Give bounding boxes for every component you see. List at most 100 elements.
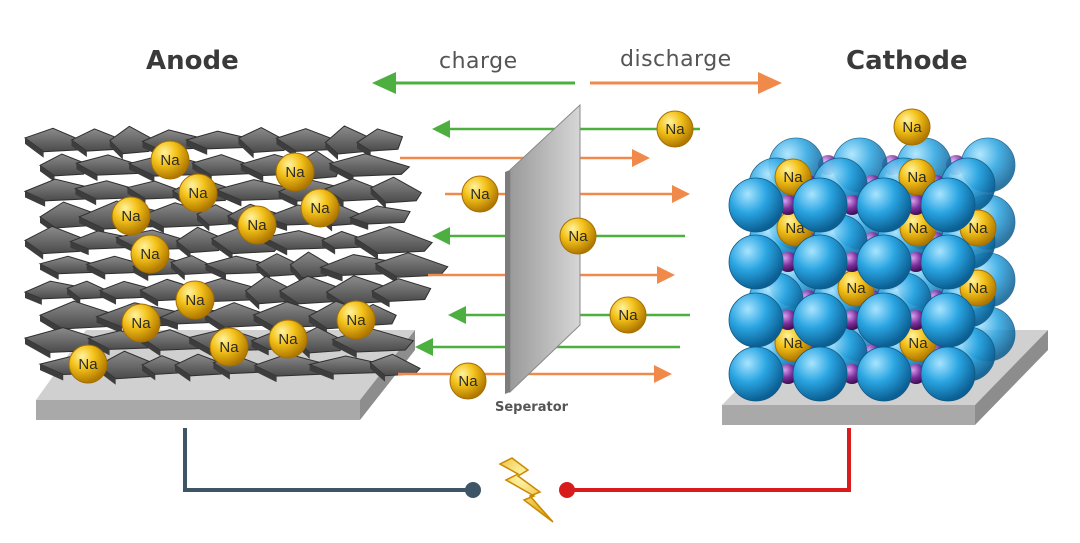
carbon-flake-edge xyxy=(25,240,44,260)
carbon-flake-edge xyxy=(75,188,97,206)
sodium-ion: Na xyxy=(121,303,161,343)
discharge-flow-arrow-head xyxy=(672,185,690,203)
sodium-ion-sphere xyxy=(461,175,499,213)
sodium-ion: Na xyxy=(898,158,936,196)
carbon-flake xyxy=(348,205,411,225)
carbon-flake-edge xyxy=(254,365,277,383)
sodium-ion-sphere xyxy=(121,303,161,343)
carbon-flake-edge xyxy=(142,364,156,381)
anode-platform-front xyxy=(36,400,360,420)
sodium-ion-sphere xyxy=(449,362,487,400)
carbon-flake-edge xyxy=(70,241,89,256)
sodium-ion: Na xyxy=(609,296,647,334)
sodium-ion-label: Na xyxy=(968,280,988,297)
cathode-platform-side xyxy=(975,330,1048,425)
sodium-ion-label: Na xyxy=(160,152,180,169)
carbon-flake-edge xyxy=(86,264,106,280)
sodium-ion-sphere xyxy=(898,158,936,196)
sodium-ion-label: Na xyxy=(278,331,298,348)
sodium-ion-label: Na xyxy=(783,335,803,352)
carbon-flake-edge xyxy=(174,365,191,382)
positive-terminal xyxy=(559,482,575,498)
sodium-ion-label: Na xyxy=(346,312,366,329)
sodium-ion-sphere xyxy=(559,217,597,255)
sodium-ion: Na xyxy=(449,362,487,400)
sodium-ion-label: Na xyxy=(846,280,866,297)
oxygen-atom xyxy=(856,292,912,348)
carbon-flake-edge xyxy=(357,142,371,158)
carbon-flake-edge xyxy=(129,163,155,183)
carbon-flake-edge xyxy=(205,264,226,280)
sodium-ion-label: Na xyxy=(247,217,267,234)
carbon-flake-edge xyxy=(278,191,298,208)
sodium-ion-label: Na xyxy=(140,246,160,263)
sodium-ion-sphere xyxy=(893,108,931,146)
charge-flow-arrow-head xyxy=(432,120,450,138)
carbon-flake-edge xyxy=(370,188,386,209)
oxygen-atom xyxy=(728,292,784,348)
transition-metal-atom xyxy=(906,310,926,330)
carbon-flake-edge xyxy=(263,237,288,256)
transition-metal-atom xyxy=(778,195,798,215)
transition-metal-atom xyxy=(906,364,926,384)
oxygen-atom xyxy=(920,346,976,402)
sodium-ion-sphere xyxy=(178,173,218,213)
transition-metal-atom xyxy=(842,252,862,272)
sodium-ion: Na xyxy=(656,110,694,148)
discharge-flow-arrow-head xyxy=(632,149,650,167)
sodium-ion-sphere xyxy=(275,152,315,192)
sodium-ion-sphere xyxy=(237,205,277,245)
sodium-ion-sphere xyxy=(336,300,376,340)
lightning-bolt-icon xyxy=(498,457,554,523)
carbon-flake-edge xyxy=(71,140,87,158)
carbon-flake-edge xyxy=(189,337,215,358)
charge-flow-arrow-head xyxy=(415,338,433,356)
sodium-ion-label: Na xyxy=(968,220,988,237)
carbon-flake-edge xyxy=(25,191,46,207)
sodium-ion-sphere xyxy=(111,196,151,236)
sodium-ion-sphere xyxy=(130,234,170,274)
transition-metal-atom xyxy=(778,310,798,330)
oxygen-atom xyxy=(728,177,784,233)
top-direction-arrows xyxy=(372,72,782,94)
sodium-ion-label: Na xyxy=(285,164,305,181)
negative-wire xyxy=(183,428,470,492)
sodium-ion-sphere xyxy=(300,188,340,228)
carbon-flake xyxy=(369,176,423,204)
oxygen-atom xyxy=(792,177,848,233)
oxygen-atom xyxy=(728,234,784,290)
sodium-ion-label: Na xyxy=(470,186,490,203)
carbon-flake-edge xyxy=(325,142,339,161)
carbon-flake-edge xyxy=(141,337,161,357)
transition-metal-atom xyxy=(778,364,798,384)
discharge-label: discharge xyxy=(620,47,732,72)
carbon-flake-edge xyxy=(67,288,81,305)
sodium-ion: Na xyxy=(275,152,315,192)
carbon-flake-edge xyxy=(329,163,354,183)
sodium-ion: Na xyxy=(559,217,597,255)
carbon-flake-edge xyxy=(76,163,98,182)
sodium-ion-label: Na xyxy=(902,119,922,136)
external-circuit xyxy=(183,428,851,523)
sodium-ion-sphere xyxy=(68,344,108,384)
positive-wire xyxy=(570,428,851,492)
discharge-flow-arrow-head xyxy=(654,365,672,383)
carbon-flake-edge xyxy=(99,290,117,305)
carbon-flake-edge xyxy=(40,165,55,182)
transition-metal-atom xyxy=(778,252,798,272)
carbon-flake xyxy=(374,252,449,278)
sodium-ion: Na xyxy=(111,196,151,236)
carbon-flake-edge xyxy=(213,362,230,380)
discharge-arrowhead-top xyxy=(758,72,782,94)
carbon-flake-edge xyxy=(240,164,264,182)
sodium-ion-sphere xyxy=(609,296,647,334)
negative-terminal xyxy=(465,482,481,498)
sodium-ion: Na xyxy=(461,175,499,213)
charge-label: charge xyxy=(439,49,518,74)
sodium-ion-label: Na xyxy=(458,373,478,390)
sodium-ion-sphere xyxy=(656,110,694,148)
